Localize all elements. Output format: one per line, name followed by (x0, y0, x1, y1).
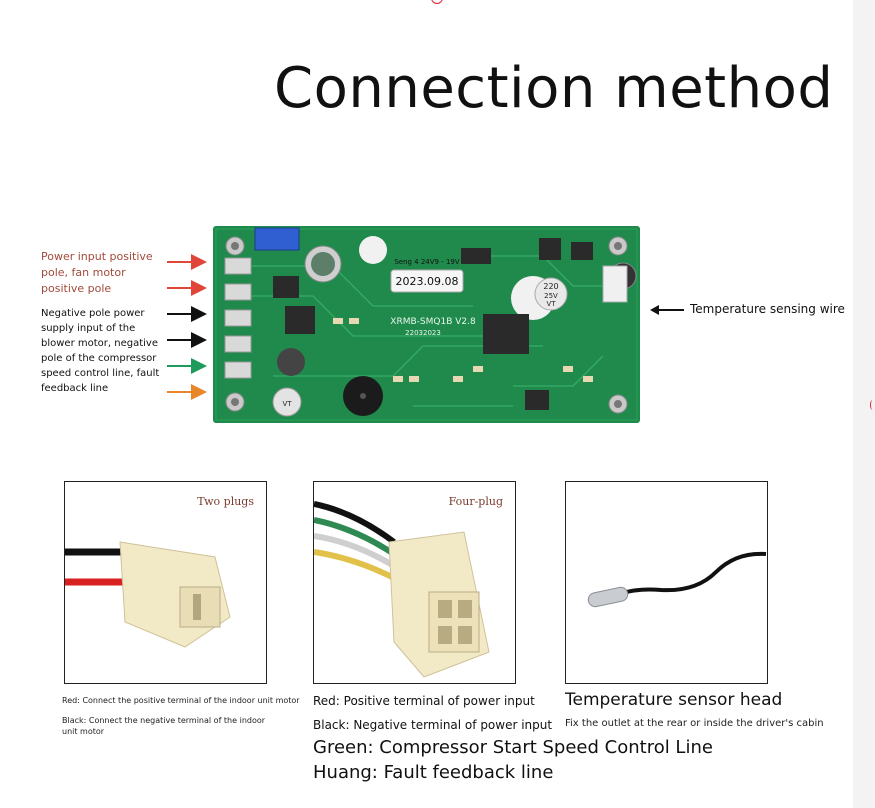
temperature-wire-label: Temperature sensing wire (690, 302, 845, 316)
red-mark (431, 0, 443, 4)
pcb-board: 220 25V VT 10 VT Seng 4 24V9 - 19V 2023.… (213, 226, 640, 423)
red-two-caption: Red: Connect the positive terminal of th… (62, 696, 300, 705)
board-batch-label: 22032023 (405, 329, 441, 337)
red-mark-edge (870, 400, 875, 410)
cap-voltage: 25V (544, 292, 558, 300)
board-model-label: XRMB-SMQ1B V2.8 (390, 317, 476, 327)
page-title: Connection method (274, 56, 834, 121)
right-edge-strip (853, 0, 875, 808)
board-date-label: 2023.09.08 (396, 275, 459, 288)
cap-mark: VT (546, 300, 556, 308)
two-plugs-tag: Two plugs (197, 495, 254, 508)
four-plug-photo: Four-plug (313, 481, 516, 684)
green-caption: Green: Compressor Start Speed Control Li… (313, 737, 713, 758)
huang-caption: Huang: Fault feedback line (313, 762, 554, 783)
four-plug-tag: Four-plug (448, 495, 503, 508)
negative-pole-label: Negative pole power supply input of the … (41, 308, 160, 394)
terminal-arrows (167, 254, 207, 400)
black-four-caption: Black: Negative terminal of power input (313, 718, 553, 732)
two-plug-drawing (65, 541, 231, 648)
cap-value: 220 (543, 282, 558, 291)
power-input-label: Power input positive pole, fan motor pos… (41, 250, 153, 295)
small-cap-mark: VT (282, 400, 292, 408)
sensor-drawing (587, 551, 767, 608)
two-plug-photo: Two plugs (64, 481, 267, 684)
mounting-holes (225, 236, 628, 414)
black-two-caption: Black: Connect the negative terminal of … (62, 716, 266, 736)
temperature-arrow (650, 305, 684, 315)
temperature-sensor-photo (565, 481, 768, 684)
sensor-fix-caption: Fix the outlet at the rear or inside the… (565, 718, 824, 729)
red-four-caption: Red: Positive terminal of power input (313, 694, 535, 708)
sensor-head-caption: Temperature sensor head (565, 690, 783, 710)
four-plug-drawing (314, 501, 490, 678)
board-voltage-label: Seng 4 24V9 - 19V (394, 258, 460, 266)
